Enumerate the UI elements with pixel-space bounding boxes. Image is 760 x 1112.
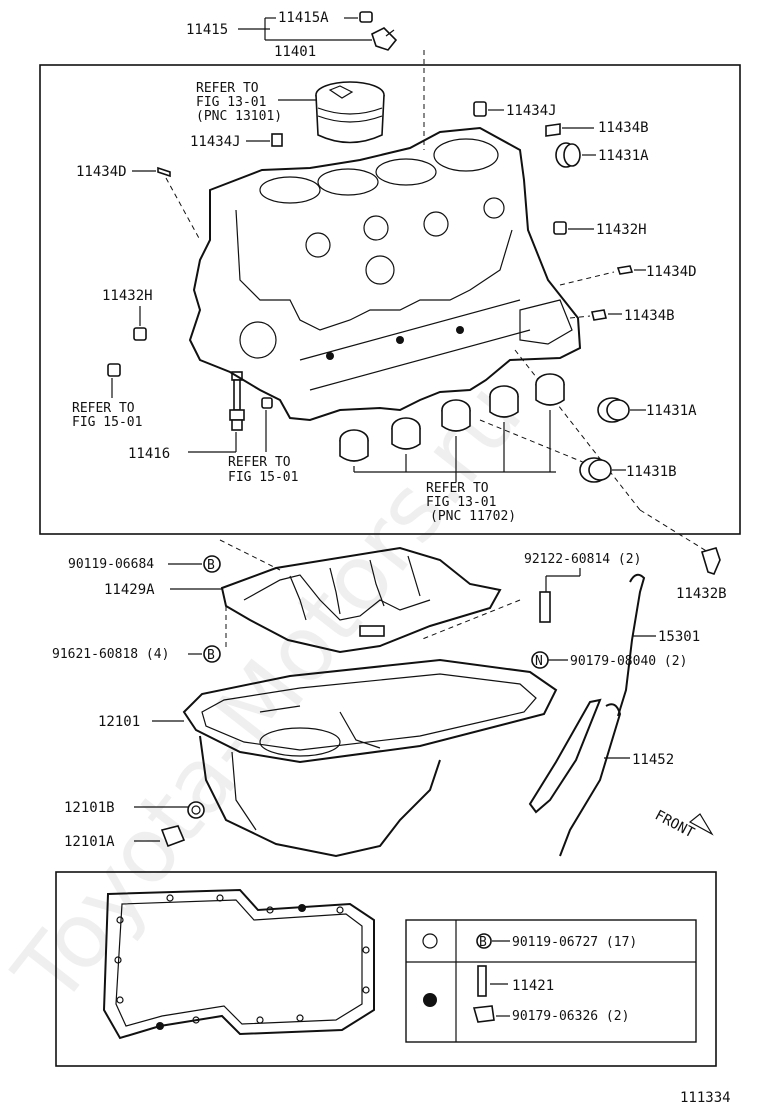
svg-text:(PNC 13101): (PNC 13101) — [196, 109, 282, 124]
oil-pan-part — [182, 658, 558, 858]
svg-text:B: B — [207, 648, 215, 663]
svg-text:11429A: 11429A — [104, 582, 155, 598]
svg-text:11452: 11452 — [632, 752, 674, 768]
open-circle-icon — [422, 933, 438, 949]
pcv-valve-part — [359, 11, 398, 51]
svg-text:11434D: 11434D — [646, 264, 697, 280]
svg-text:11431A: 11431A — [598, 148, 649, 164]
callout-11432H-left: 11432H — [102, 288, 153, 341]
legend-row-2: 11421 — [512, 978, 554, 994]
svg-text:12101: 12101 — [98, 714, 140, 730]
refer-fig-15-01-mid: REFER TO FIG 15-01 — [228, 397, 298, 485]
svg-text:REFER TO: REFER TO — [196, 81, 259, 96]
svg-text:11434J: 11434J — [190, 134, 241, 150]
callout-11431A-bottom: 11431A — [597, 397, 697, 423]
svg-text:11432H: 11432H — [102, 288, 153, 304]
front-arrow: FRONT — [652, 807, 714, 842]
gasket-legend-frame — [55, 871, 717, 1067]
callout-12101: 12101 — [98, 714, 184, 730]
svg-text:N: N — [535, 654, 543, 669]
callout-11416: 11416 — [128, 371, 245, 462]
callout-12101B: 12101B — [64, 800, 205, 819]
oil-baffle-plate — [220, 546, 502, 654]
cylinder-block-frame — [39, 64, 741, 535]
oil-pan-gasket-plan — [102, 888, 375, 1040]
svg-text:11431A: 11431A — [646, 403, 697, 419]
callout-11434J-right: 11434J — [473, 101, 557, 119]
crankshaft-bearings — [339, 373, 565, 482]
callout-11432H-right: 11432H — [553, 221, 647, 238]
svg-text:11434B: 11434B — [598, 120, 649, 136]
svg-text:91621-60818 (4): 91621-60818 (4) — [52, 647, 169, 662]
callout-11429A: 11429A — [104, 582, 222, 598]
callout-11434B-right: 11434B — [569, 308, 675, 324]
refer-fig-15-01-left: REFER TO FIG 15-01 — [72, 363, 142, 430]
svg-text:FIG 15-01: FIG 15-01 — [228, 470, 298, 485]
svg-text:11432B: 11432B — [676, 586, 727, 602]
svg-text:REFER TO: REFER TO — [426, 481, 489, 496]
filled-circle-icon — [423, 993, 437, 1007]
callout-91621-60818: 91621-60818 (4) B — [52, 645, 221, 663]
svg-text:11416: 11416 — [128, 446, 170, 462]
svg-text:B: B — [479, 935, 487, 950]
piston-part — [315, 81, 385, 144]
svg-text:12101B: 12101B — [64, 800, 115, 816]
svg-text:11434D: 11434D — [76, 164, 127, 180]
callout-11434B-top: 11434B — [545, 120, 649, 137]
callout-92122-60814: 92122-60814 (2) — [419, 552, 641, 641]
legend-table: B 90119-06727 (17) 11421 90179-06326 (2) — [405, 919, 697, 1043]
svg-text:FIG 15-01: FIG 15-01 — [72, 415, 142, 430]
callout-90119-06684: 90119-06684 B — [68, 555, 221, 573]
callout-11431B: 11431B — [579, 457, 677, 483]
svg-text:90119-06684: 90119-06684 — [68, 557, 154, 572]
callout-12101A: 12101A — [64, 825, 186, 850]
refer-fig-13-01-bearings: REFER TO FIG 13-01 (PNC 11702) — [426, 481, 516, 524]
svg-text:11431B: 11431B — [626, 464, 677, 480]
callout-11434D-right: 11434D — [559, 264, 697, 286]
callout-15301: 15301 — [617, 573, 700, 717]
cylinder-block-part — [188, 126, 582, 422]
svg-text:REFER TO: REFER TO — [72, 401, 135, 416]
legend-row-3: 90179-06326 (2) — [512, 1009, 629, 1024]
callout-11431A-top: 11431A — [555, 142, 649, 168]
figure-number: 111334 — [680, 1090, 731, 1106]
svg-text:15301: 15301 — [658, 629, 700, 645]
svg-text:FIG 13-01: FIG 13-01 — [426, 495, 496, 510]
callout-11434D-left: 11434D — [76, 164, 201, 241]
svg-text:11434B: 11434B — [624, 308, 675, 324]
label-11415A: 11415A — [278, 10, 329, 26]
callout-90179-08040: N 90179-08040 (2) — [531, 651, 687, 669]
svg-text:FRONT: FRONT — [652, 807, 697, 841]
svg-text:(PNC 11702): (PNC 11702) — [430, 509, 516, 524]
svg-text:REFER TO: REFER TO — [228, 455, 291, 470]
dipstick-guide-part: 11452 — [528, 698, 674, 857]
svg-text:B: B — [207, 558, 215, 573]
svg-text:11432H: 11432H — [596, 222, 647, 238]
svg-text:11434J: 11434J — [506, 103, 557, 119]
label-11415: 11415 — [186, 22, 228, 38]
callout-11415: 11415 11415A 11401 — [186, 10, 372, 60]
svg-text:92122-60814 (2): 92122-60814 (2) — [524, 552, 641, 567]
label-11401: 11401 — [274, 44, 316, 60]
refer-fig-13-01-piston: REFER TO FIG 13-01 (PNC 13101) — [196, 81, 318, 124]
svg-text:FIG 13-01: FIG 13-01 — [196, 95, 266, 110]
svg-text:12101A: 12101A — [64, 834, 115, 850]
callout-11434J-left: 11434J — [190, 133, 283, 150]
legend-row-1: 90119-06727 (17) — [512, 935, 637, 950]
callout-11432B: 11432B — [676, 547, 727, 602]
